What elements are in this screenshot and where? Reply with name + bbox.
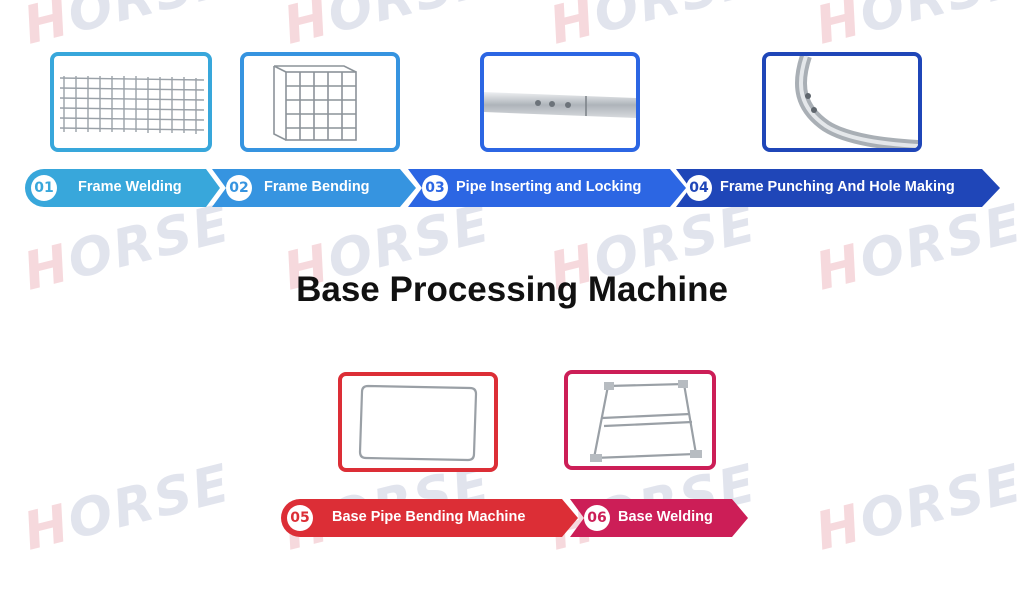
step-number: 05	[287, 505, 313, 531]
watermark-logo: HORSE	[17, 453, 237, 563]
frame-bending-image	[240, 52, 400, 152]
step-frame-welding: 01 Frame Welding	[22, 166, 222, 210]
watermark-logo: HORSE	[809, 453, 1024, 563]
step-base-pipe-bending: 05 Base Pipe Bending Machine	[278, 496, 580, 540]
watermark-logo: HORSE	[277, 0, 497, 57]
step-label: Base Pipe Bending Machine	[332, 509, 526, 525]
step-label: Frame Bending	[264, 179, 370, 195]
step-number: 01	[31, 175, 57, 201]
step-label: Base Welding	[618, 509, 713, 525]
step-label: Frame Punching And Hole Making	[720, 179, 955, 195]
base-welding-image	[564, 370, 716, 470]
step-frame-punching: 04 Frame Punching And Hole Making	[676, 166, 1002, 210]
step-frame-bending: 02 Frame Bending	[212, 166, 418, 210]
step-number: 03	[422, 175, 448, 201]
step-label: Frame Welding	[78, 179, 182, 195]
step-number: 04	[686, 175, 712, 201]
base-pipe-bending-image	[338, 372, 498, 472]
step-number: 02	[226, 175, 252, 201]
watermark-logo: HORSE	[17, 0, 237, 57]
step-base-welding: 06 Base Welding	[570, 496, 750, 540]
frame-welding-image	[50, 52, 212, 152]
step-pipe-inserting: 03 Pipe Inserting and Locking	[408, 166, 688, 210]
pipe-inserting-image	[480, 52, 640, 152]
watermark-logo: HORSE	[543, 0, 763, 57]
watermark-logo: HORSE	[809, 0, 1024, 57]
page-title: Base Processing Machine	[296, 270, 728, 309]
step-number: 06	[584, 505, 610, 531]
frame-punching-image	[762, 52, 922, 152]
step-label: Pipe Inserting and Locking	[456, 179, 642, 195]
